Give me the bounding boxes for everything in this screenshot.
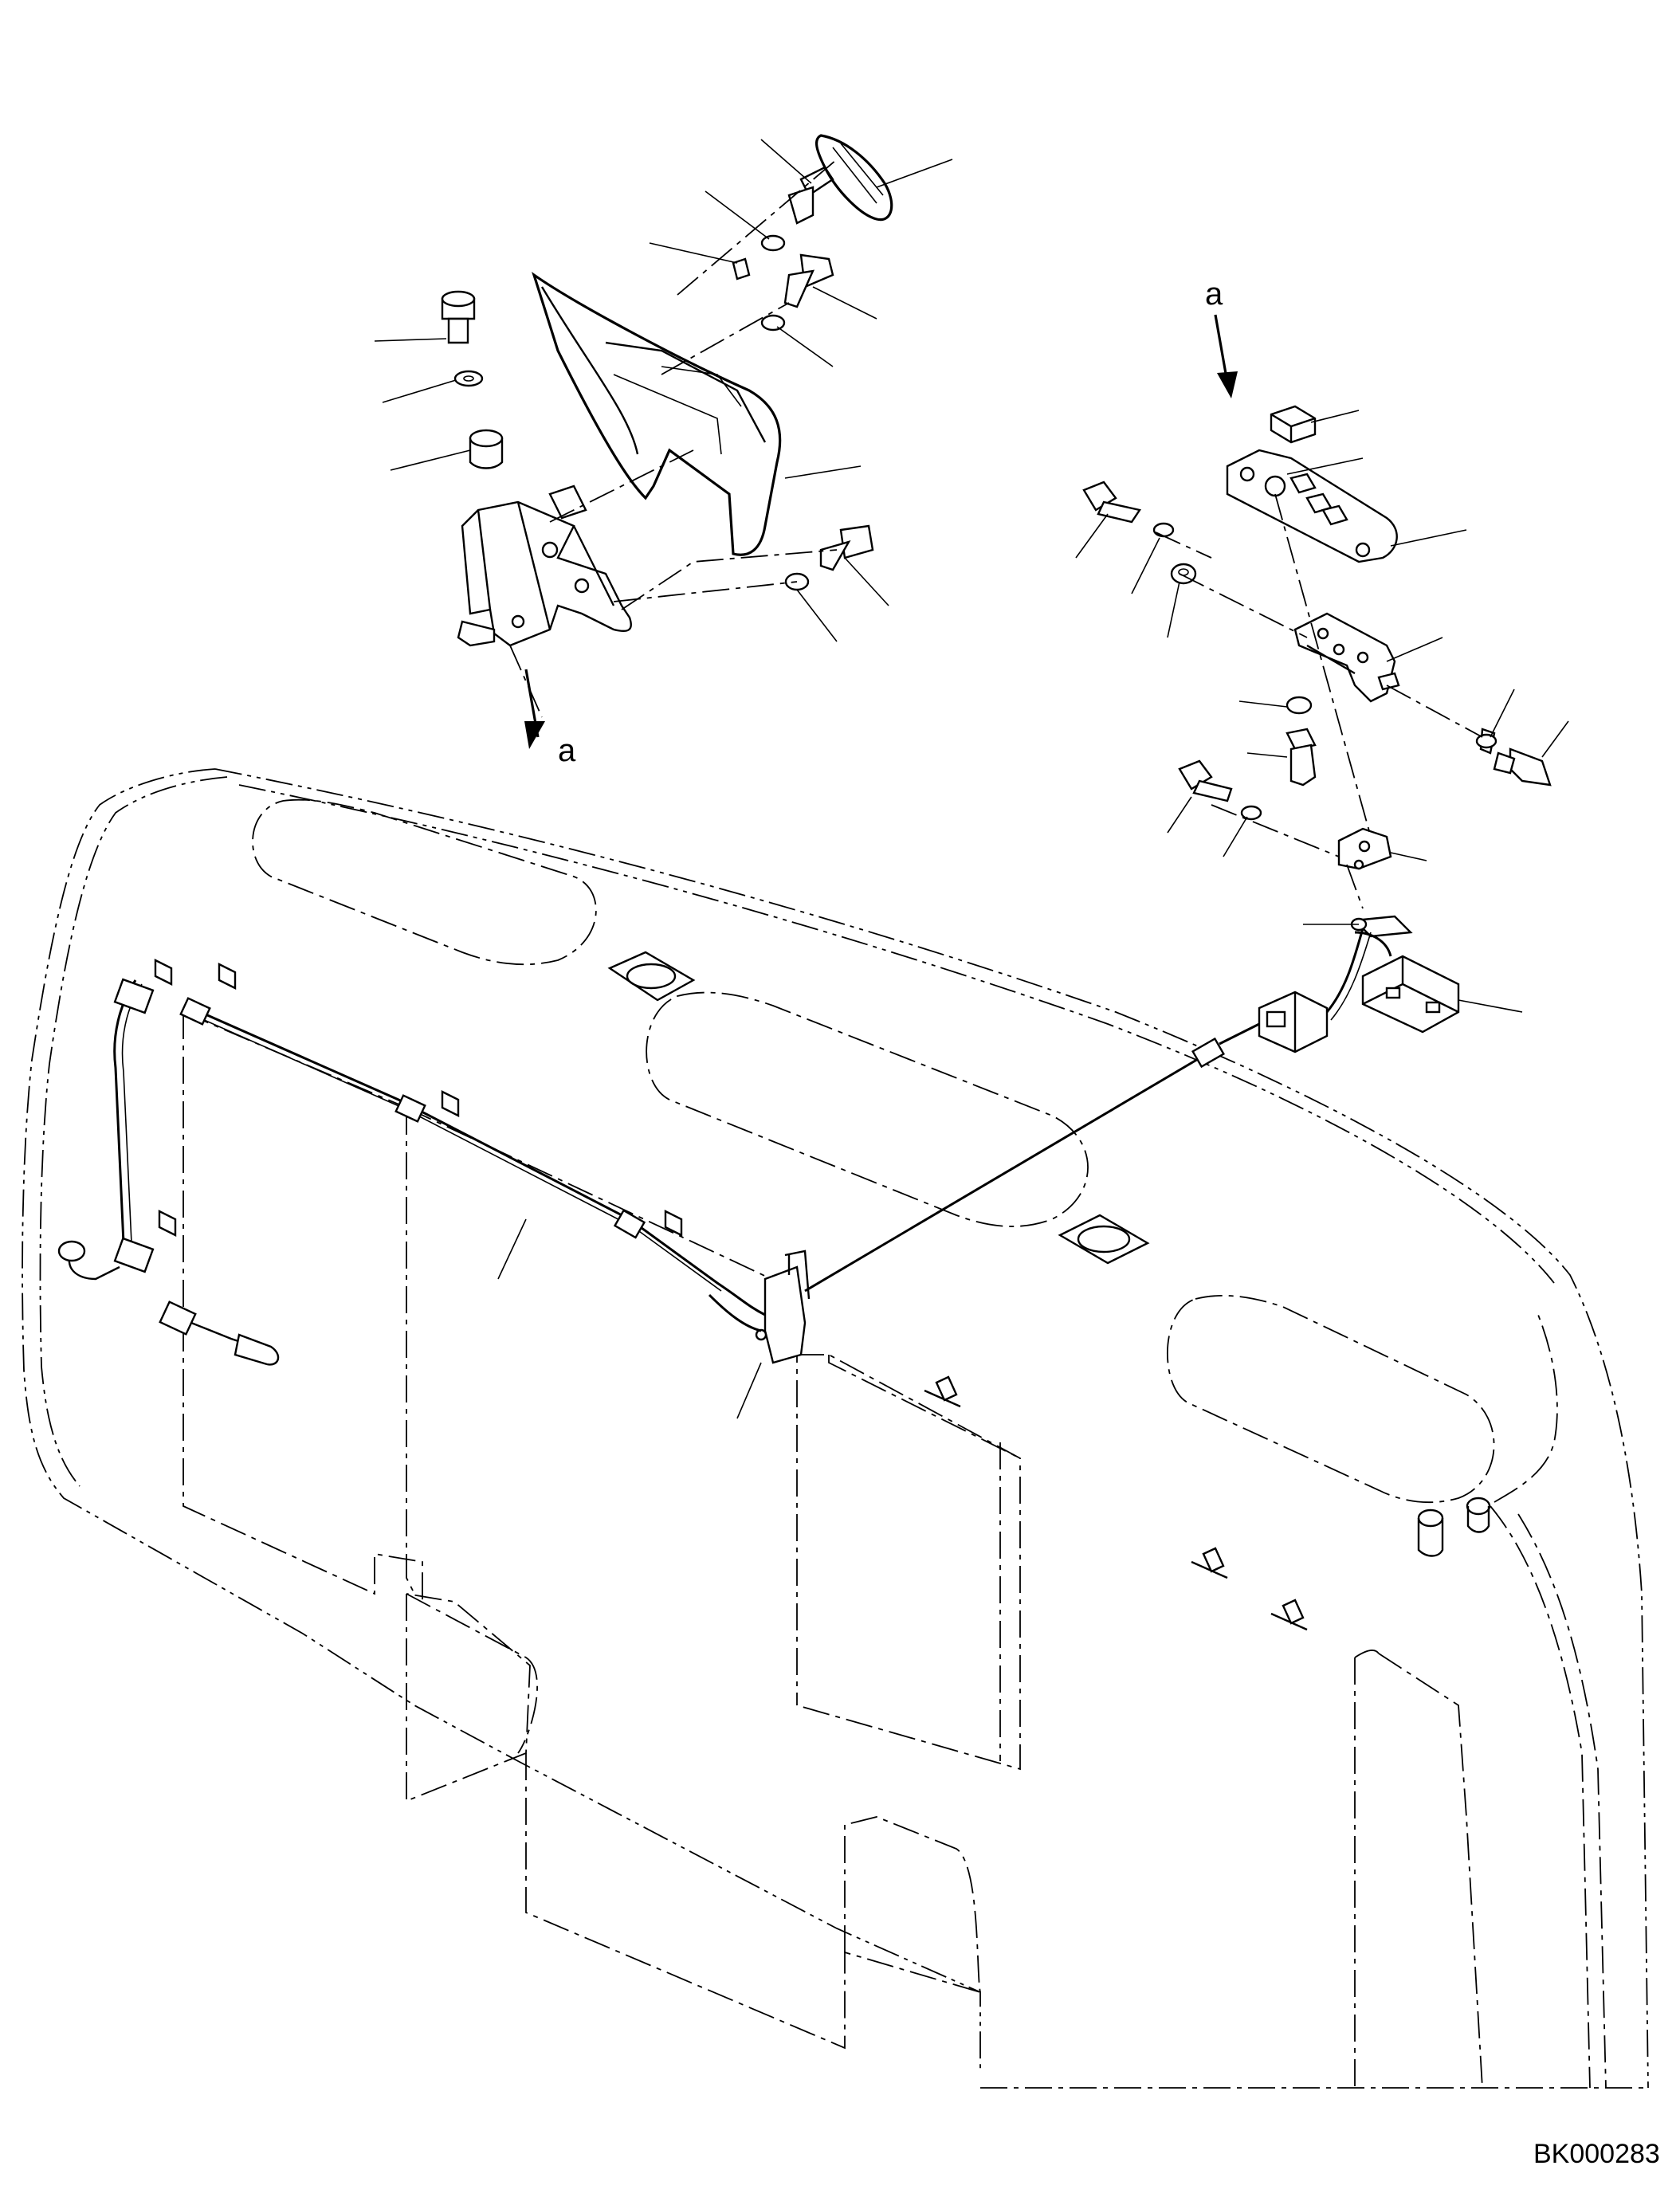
harness-clips (154, 959, 683, 1237)
lamp-lens (814, 134, 893, 222)
cab-outline (22, 768, 1649, 2089)
document-id: BK000283 (1533, 2139, 1660, 2169)
upper-right-assembly: a (1082, 277, 1552, 909)
lamp-bracket (457, 485, 632, 647)
switch-plate (1226, 449, 1398, 563)
rear-connector (1258, 928, 1372, 1053)
junction-box (708, 1250, 811, 1364)
wall-studs (924, 1375, 1308, 1631)
l-bracket (1293, 612, 1400, 703)
wiring-harness (57, 915, 1491, 1631)
view-label-a-right: a (1205, 277, 1223, 312)
upper-left-assembly: a (441, 134, 893, 768)
connector-top-left (113, 978, 155, 1014)
connector-left-mid (113, 1237, 155, 1273)
bolts-upper-left (441, 166, 874, 591)
leader-lines (374, 139, 1569, 1419)
door-switch (1350, 915, 1460, 1034)
view-label-a-left: a (558, 733, 576, 768)
